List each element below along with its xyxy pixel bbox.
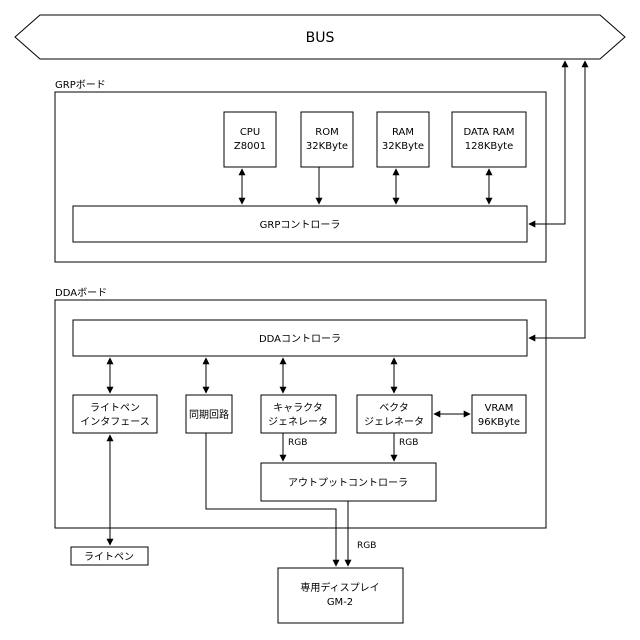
bus-shape: [14, 14, 626, 60]
data-ram-box: [451, 111, 527, 168]
lightpen-interface-box: [72, 394, 158, 434]
grp-controller-label: GRPコントローラ: [260, 219, 341, 231]
char-generator-label-1: キャラクタ: [273, 402, 323, 414]
rgb-char-label: RGB: [288, 438, 307, 448]
lightpen-interface-label-1: ライトペン: [90, 402, 140, 414]
display-box: [277, 567, 404, 624]
vram-label-2: 96KByte: [478, 417, 520, 428]
cpu-box: [223, 111, 277, 168]
grp-board-label: GRPボード: [55, 79, 106, 91]
vector-generator-box: [356, 394, 433, 434]
sync-circuit-label: 同期回路: [189, 408, 229, 421]
light-pen-box: [70, 546, 149, 566]
data-ram-label-1: DATA RAM: [464, 127, 515, 138]
sync-display-line: [205, 433, 340, 567]
vector-generator-label-2: ジェレネータ: [364, 416, 424, 428]
rom-box: [300, 111, 354, 168]
cpu-label-1: CPU: [240, 127, 260, 138]
light-pen-label: ライトペン: [84, 551, 134, 563]
vector-generator-label-1: ベクタ: [379, 402, 409, 414]
grp-controller-box: [72, 205, 528, 243]
dda-controller-box: [72, 319, 528, 357]
lightpen-interface-label-2: インタフェース: [80, 416, 150, 428]
ram-label-1: RAM: [392, 127, 414, 138]
ram-label-2: 32KByte: [382, 141, 424, 152]
display-label-1: 専用ディスプレイ: [300, 581, 379, 594]
dda-controller-label: DDAコントローラ: [259, 333, 341, 345]
dda-board-label: DDAボード: [55, 287, 107, 299]
vram-box: [471, 394, 527, 434]
display-label-2: GM-2: [327, 597, 353, 608]
cpu-label-2: Z8001: [234, 141, 266, 152]
data-ram-label-2: 128KByte: [465, 141, 514, 152]
rgb-output-label: RGB: [357, 541, 376, 551]
bus-label: BUS: [306, 30, 335, 46]
dda-bus-arrow: [528, 60, 589, 342]
sync-circuit-box: [185, 394, 233, 434]
char-generator-label-2: ジェネレータ: [268, 416, 328, 428]
char-generator-box: [260, 394, 337, 434]
rom-label-2: 32KByte: [306, 141, 348, 152]
rgb-vector-label: RGB: [399, 438, 418, 448]
output-controller-label: アウトプットコントローラ: [288, 477, 408, 489]
rom-label-1: ROM: [315, 127, 338, 138]
vram-label-1: VRAM: [485, 403, 514, 414]
output-controller-box: [260, 462, 437, 502]
ram-box: [376, 111, 430, 168]
